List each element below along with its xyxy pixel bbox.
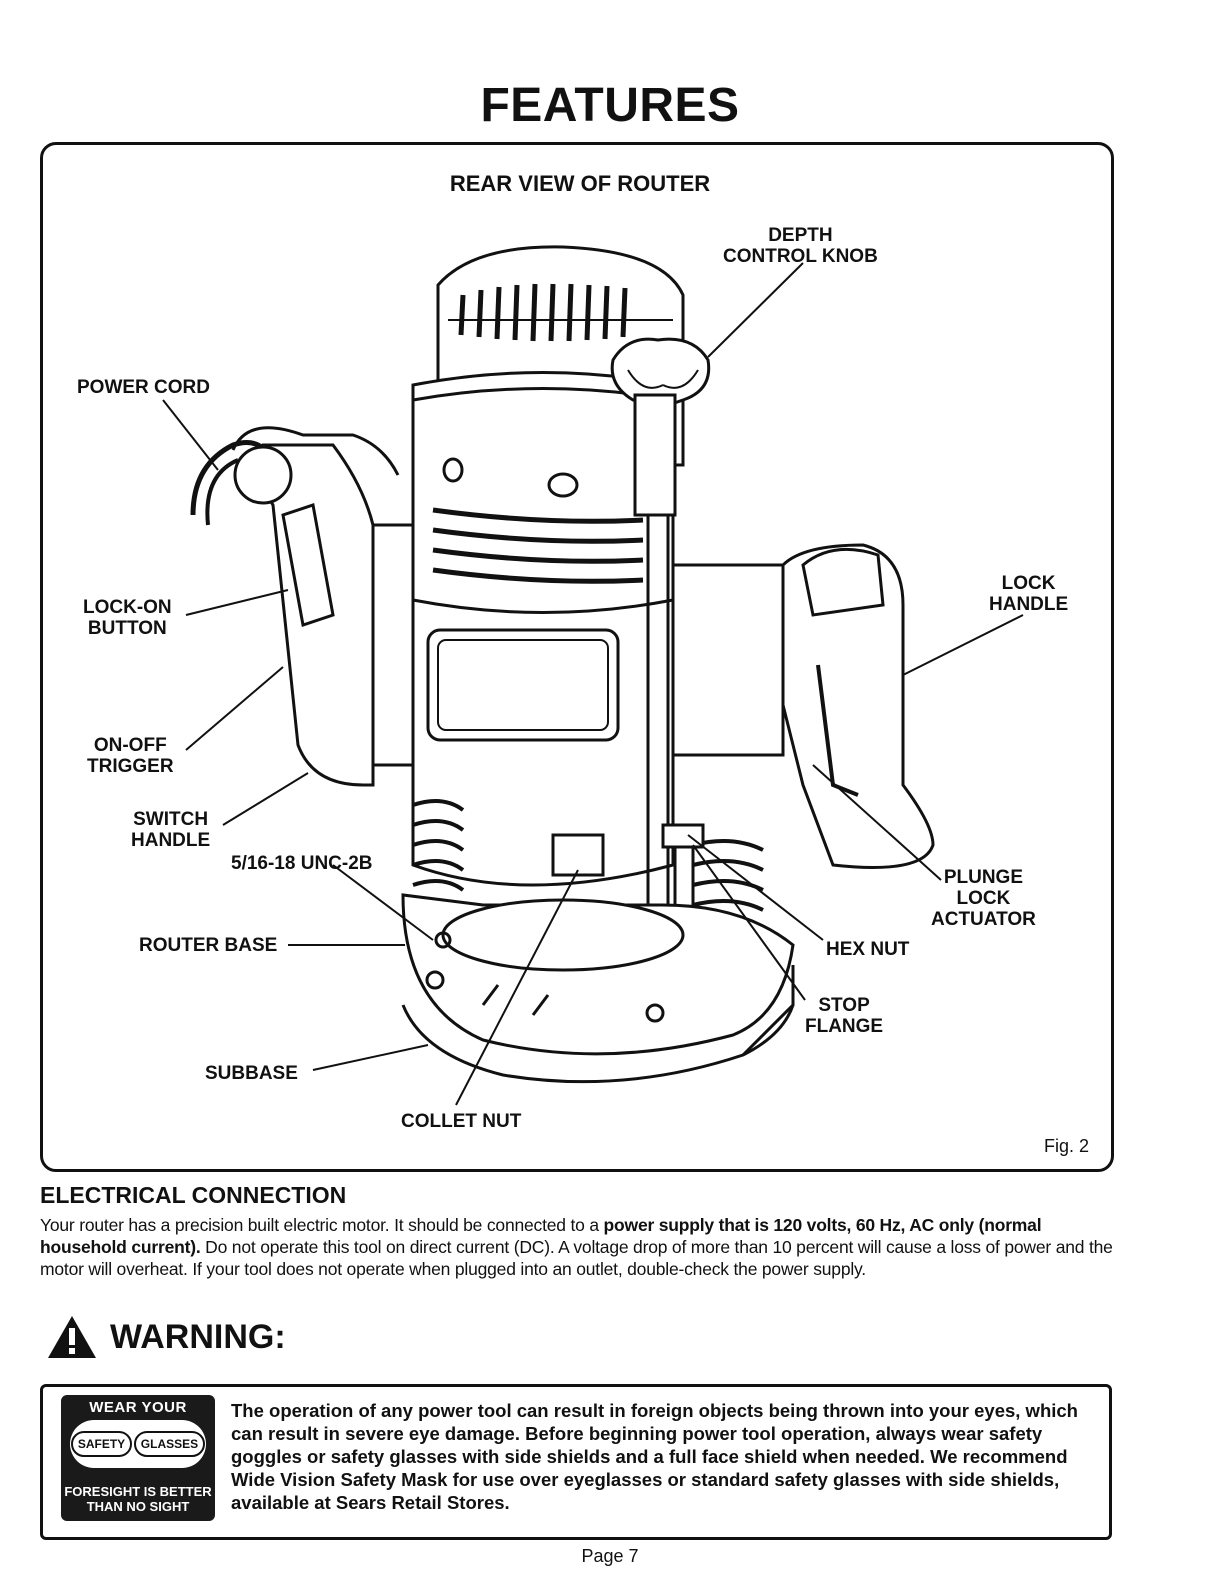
hex-nut — [661, 823, 705, 849]
callout-collet-nut: COLLET NUT — [401, 1111, 521, 1132]
callout-line: CONTROL KNOB — [723, 246, 878, 267]
callout-switch-handle: SWITCH HANDLE — [131, 809, 210, 851]
callout-line: STOP — [818, 995, 870, 1016]
callout-line: DEPTH — [768, 225, 833, 246]
safety-glasses-badge: WEAR YOUR SAFETY GLASSES FORESIGHT IS BE… — [61, 1395, 215, 1521]
callout-line: COLLET NUT — [401, 1111, 522, 1132]
callout-line: LOCK-ON — [83, 597, 172, 618]
callout-plunge-lock-actuator: PLUNGE LOCK ACTUATOR — [931, 867, 1036, 930]
callout-line: ACTUATOR — [931, 909, 1036, 930]
callout-line: SWITCH — [133, 809, 209, 830]
badge-left-lens: SAFETY — [70, 1431, 133, 1457]
electrical-heading: ELECTRICAL CONNECTION — [40, 1182, 347, 1208]
page-title: FEATURES — [480, 79, 740, 132]
warning-box: WEAR YOUR SAFETY GLASSES FORESIGHT IS BE… — [40, 1384, 1112, 1540]
figure-caption: Fig. 2 — [1043, 1136, 1089, 1156]
callout-router-base: ROUTER BASE — [139, 935, 277, 956]
motor-label-panel — [426, 628, 620, 742]
collet — [551, 833, 605, 877]
callout-hex-nut: HEX NUT — [826, 939, 909, 960]
callout-line: BUTTON — [87, 618, 167, 639]
callout-line: ON-OFF — [93, 735, 167, 756]
callout-line: HEX NUT — [826, 939, 910, 960]
router-illustration — [162, 245, 1024, 1106]
callout-depth-control-knob: DEPTH CONTROL KNOB — [723, 225, 878, 267]
callout-line: TRIGGER — [87, 756, 174, 777]
electrical-paragraph: Your router has a precision built electr… — [40, 1214, 1114, 1280]
callout-line: 5/16-18 UNC-2B — [231, 853, 373, 874]
warning-text: The operation of any power tool can resu… — [231, 1400, 1078, 1513]
electrical-text-bold: power supply that is 120 volts, 60 Hz, A… — [40, 1215, 1042, 1257]
electrical-text-1: Your router has a precision built electr… — [40, 1215, 604, 1235]
callout-subbase: SUBBASE — [205, 1063, 298, 1084]
callout-line: ROUTER BASE — [139, 935, 278, 956]
safety-glasses-icon: SAFETY GLASSES — [70, 1420, 206, 1468]
right-frame — [671, 563, 785, 757]
callout-on-off-trigger: ON-OFF TRIGGER — [87, 735, 174, 777]
badge-top-text: WEAR YOUR — [89, 1399, 187, 1416]
callout-line: LOCK — [956, 888, 1011, 909]
electrical-text-2: Do not operate this tool on direct curre… — [40, 1237, 1113, 1279]
warning-heading: WARNING: — [46, 1314, 286, 1360]
callout-line: LOCK — [1001, 573, 1056, 594]
depth-control-knob — [610, 337, 711, 407]
lock-handle — [781, 543, 935, 869]
callout-lock-handle: LOCK HANDLE — [989, 573, 1068, 615]
callout-line: SUBBASE — [205, 1063, 298, 1084]
badge-bottom-text-2: THAN NO SIGHT — [86, 1499, 190, 1514]
page-number: Page 7 — [581, 1546, 639, 1566]
callout-lock-on-button: LOCK-ON BUTTON — [83, 597, 172, 639]
badge-bottom-text-1: FORESIGHT IS BETTER — [64, 1484, 212, 1499]
figure-title: REAR VIEW OF ROUTER — [449, 171, 711, 196]
callout-line: POWER CORD — [77, 377, 210, 398]
badge-right-lens: GLASSES — [133, 1431, 206, 1457]
callout-line: HANDLE — [989, 594, 1069, 615]
callout-line: HANDLE — [131, 830, 211, 851]
subbase — [401, 1004, 795, 1084]
warning-triangle-icon — [48, 1316, 96, 1358]
callout-line: FLANGE — [805, 1016, 884, 1037]
warning-title: WARNING: — [110, 1317, 286, 1356]
figure-box: REAR VIEW OF ROUTER — [40, 142, 1114, 1172]
callout-thread-spec: 5/16-18 UNC-2B — [231, 853, 373, 874]
callout-power-cord: POWER CORD — [77, 377, 210, 398]
callout-line: PLUNGE — [943, 867, 1024, 888]
callout-stop-flange: STOP FLANGE — [805, 995, 883, 1037]
